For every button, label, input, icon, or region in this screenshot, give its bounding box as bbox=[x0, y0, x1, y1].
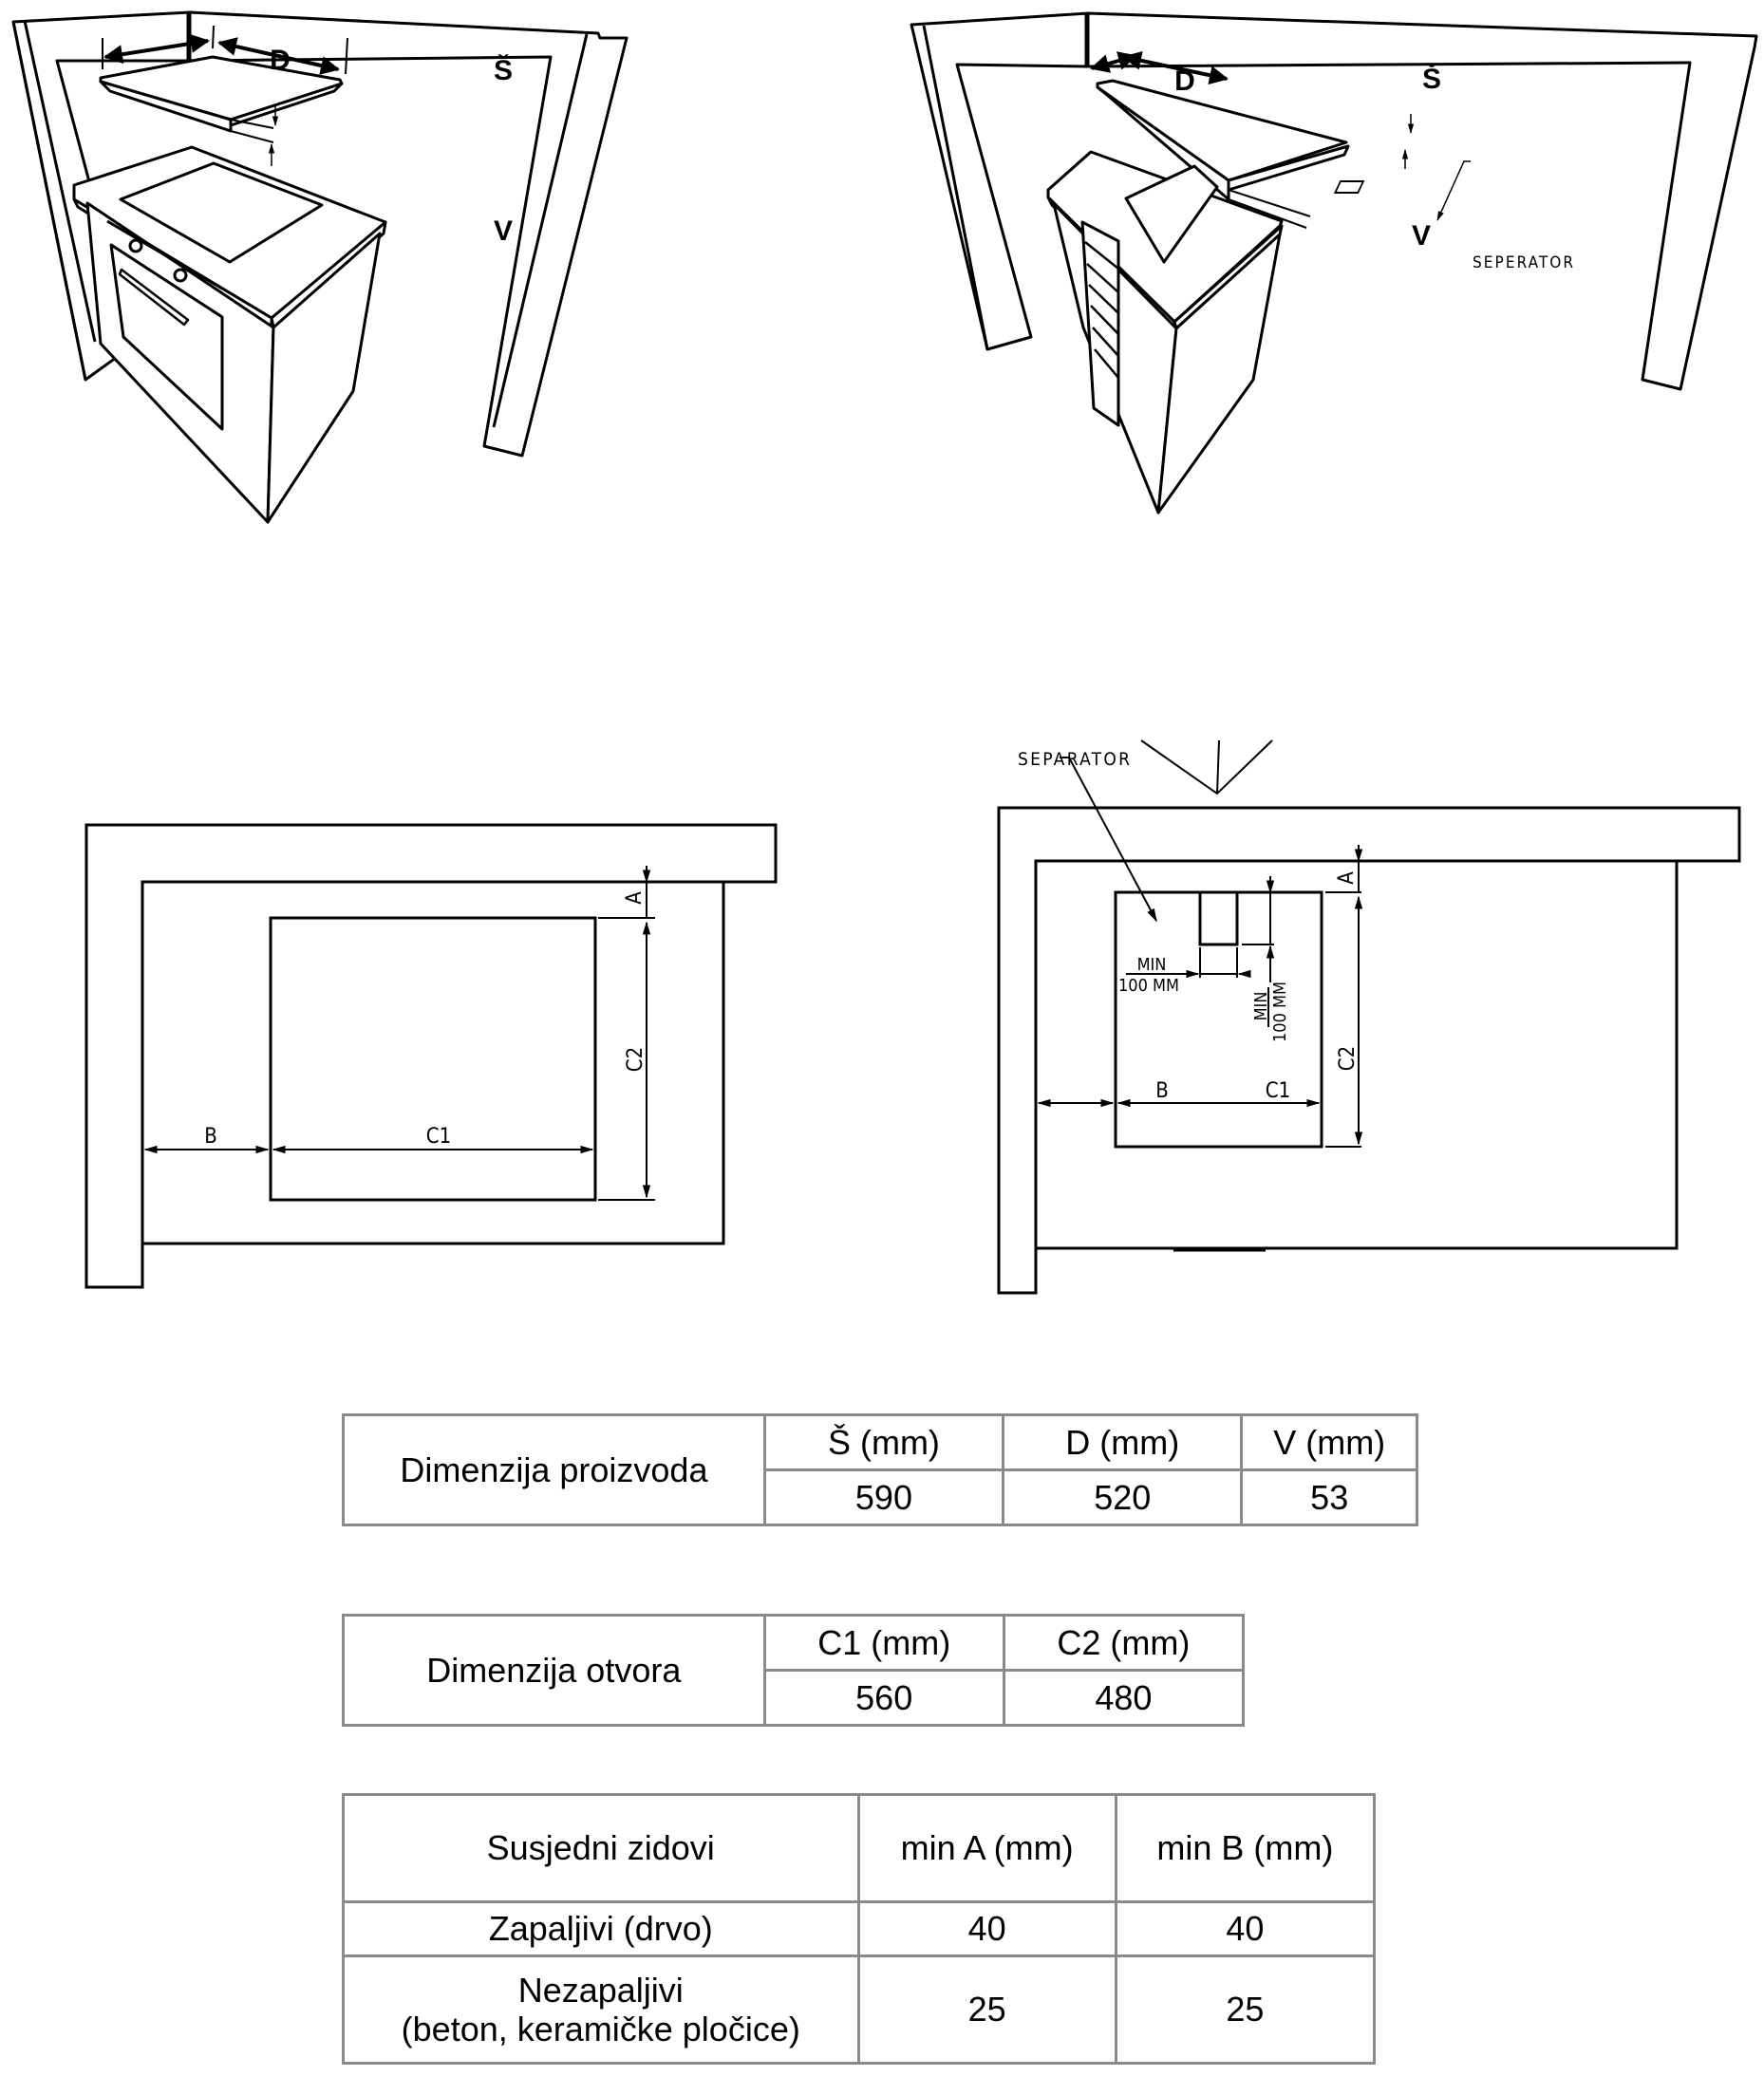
walls-header-label: Susjedni zidovi bbox=[342, 1793, 860, 1903]
right-label-d: D bbox=[1174, 65, 1195, 97]
row-flammable-a: 40 bbox=[856, 1900, 1117, 1957]
left-plan-label-b: B bbox=[204, 1125, 217, 1149]
counter-outline bbox=[142, 880, 725, 1245]
row-nonflammable-b: 25 bbox=[1114, 1954, 1377, 2065]
table-product-dimensions: Dimenzija proizvoda Š (mm) D (mm) V (mm)… bbox=[342, 1413, 1418, 1526]
left-plan-label-c1: C1 bbox=[426, 1125, 451, 1149]
hob-panel bbox=[99, 55, 344, 133]
min-v-bottom: 100 MM bbox=[1270, 982, 1290, 1042]
right-label-s: Š bbox=[1422, 63, 1441, 95]
value-depth: 520 bbox=[1002, 1468, 1244, 1526]
right-plan-label-c2: C2 bbox=[1336, 1046, 1360, 1071]
separator-leader bbox=[1060, 757, 1157, 923]
row-nonflammable-line2: (beton, keramičke pločice) bbox=[401, 2010, 800, 2048]
diagram-right-3d bbox=[910, 11, 1758, 514]
row-nonflammable-line1: Nezapaljivi bbox=[517, 1970, 684, 2010]
right-dimension-arrows bbox=[1090, 50, 1471, 229]
min-h-top: MIN bbox=[1137, 955, 1167, 975]
wall-outline bbox=[997, 806, 1741, 1295]
cutout-rect bbox=[1114, 890, 1323, 1149]
right-plan-label-a: A bbox=[1335, 871, 1359, 885]
min-v-top: MIN bbox=[1251, 992, 1271, 1021]
col-c1: C1 (mm) bbox=[762, 1614, 1005, 1672]
table-adjacent-walls: Susjedni zidovi min A (mm) min B (mm) Za… bbox=[342, 1793, 1377, 2065]
width-arrow bbox=[1122, 50, 1229, 85]
value-c1: 560 bbox=[762, 1669, 1005, 1727]
row-flammable-label: Zapaljivi (drvo) bbox=[342, 1900, 860, 1957]
plan-left bbox=[84, 823, 778, 1289]
left-label-v: V bbox=[494, 215, 513, 247]
right-plan-label-b: B bbox=[1155, 1079, 1169, 1103]
corner-walls bbox=[910, 11, 1758, 391]
left-plan-label-a: A bbox=[623, 891, 647, 905]
drawers bbox=[1084, 241, 1119, 379]
left-plan-label-c2: C2 bbox=[624, 1047, 647, 1072]
plan-right bbox=[997, 739, 1741, 1295]
col-height: V (mm) bbox=[1240, 1413, 1418, 1471]
value-width: 590 bbox=[762, 1468, 1005, 1526]
col-width: Š (mm) bbox=[762, 1413, 1005, 1471]
row-nonflammable-label: Nezapaljivi (beton, keramičke pločice) bbox=[342, 1954, 860, 2065]
min-h-bottom: 100 MM bbox=[1118, 976, 1179, 996]
cutout-rect bbox=[269, 916, 597, 1202]
left-label-s: Š bbox=[494, 54, 513, 86]
width-arrow bbox=[217, 37, 340, 75]
depth-arrow bbox=[103, 33, 210, 65]
cutout-row-header: Dimenzija otvora bbox=[342, 1614, 766, 1727]
right-label-v: V bbox=[1412, 220, 1431, 252]
oven-knob-icon bbox=[128, 238, 143, 253]
value-height: 53 bbox=[1240, 1468, 1418, 1526]
callout-seperator-3d: SEPERATOR bbox=[1473, 253, 1573, 272]
table-cutout-dimensions: Dimenzija otvora C1 (mm) C2 (mm) 560 480 bbox=[342, 1614, 1246, 1727]
cabinet-apex bbox=[1140, 739, 1273, 795]
cabinet bbox=[1052, 202, 1282, 514]
row-nonflammable-a: 25 bbox=[856, 1954, 1117, 2065]
separator-rect bbox=[1198, 890, 1239, 946]
product-row-header: Dimenzija proizvoda bbox=[342, 1413, 766, 1526]
diagram-left-3d bbox=[11, 10, 629, 524]
hob-panel bbox=[1096, 79, 1350, 201]
oven-handle bbox=[118, 268, 190, 327]
table-row: Nezapaljivi (beton, keramičke pločice) 2… bbox=[342, 1954, 1377, 2065]
row-flammable-b: 40 bbox=[1114, 1900, 1377, 1957]
value-c2: 480 bbox=[1002, 1669, 1246, 1727]
right-plan-label-b-c1: C1 bbox=[1266, 1079, 1290, 1103]
seperator-leader bbox=[1436, 160, 1471, 221]
oven-knob-icon bbox=[173, 268, 188, 283]
separator-3d-box bbox=[1333, 180, 1365, 194]
walls-header-min-a: min A (mm) bbox=[856, 1793, 1117, 1903]
table-row: Zapaljivi (drvo) 40 40 bbox=[342, 1900, 1377, 1957]
oven bbox=[109, 238, 224, 431]
left-dimension-arrows bbox=[102, 25, 348, 166]
col-depth: D (mm) bbox=[1002, 1413, 1244, 1471]
wall-outline bbox=[84, 823, 778, 1289]
col-c2: C2 (mm) bbox=[1002, 1614, 1246, 1672]
left-label-d: D bbox=[270, 45, 291, 76]
walls-header-min-b: min B (mm) bbox=[1114, 1793, 1377, 1903]
callout-separator: SEPARATOR bbox=[1018, 749, 1130, 770]
